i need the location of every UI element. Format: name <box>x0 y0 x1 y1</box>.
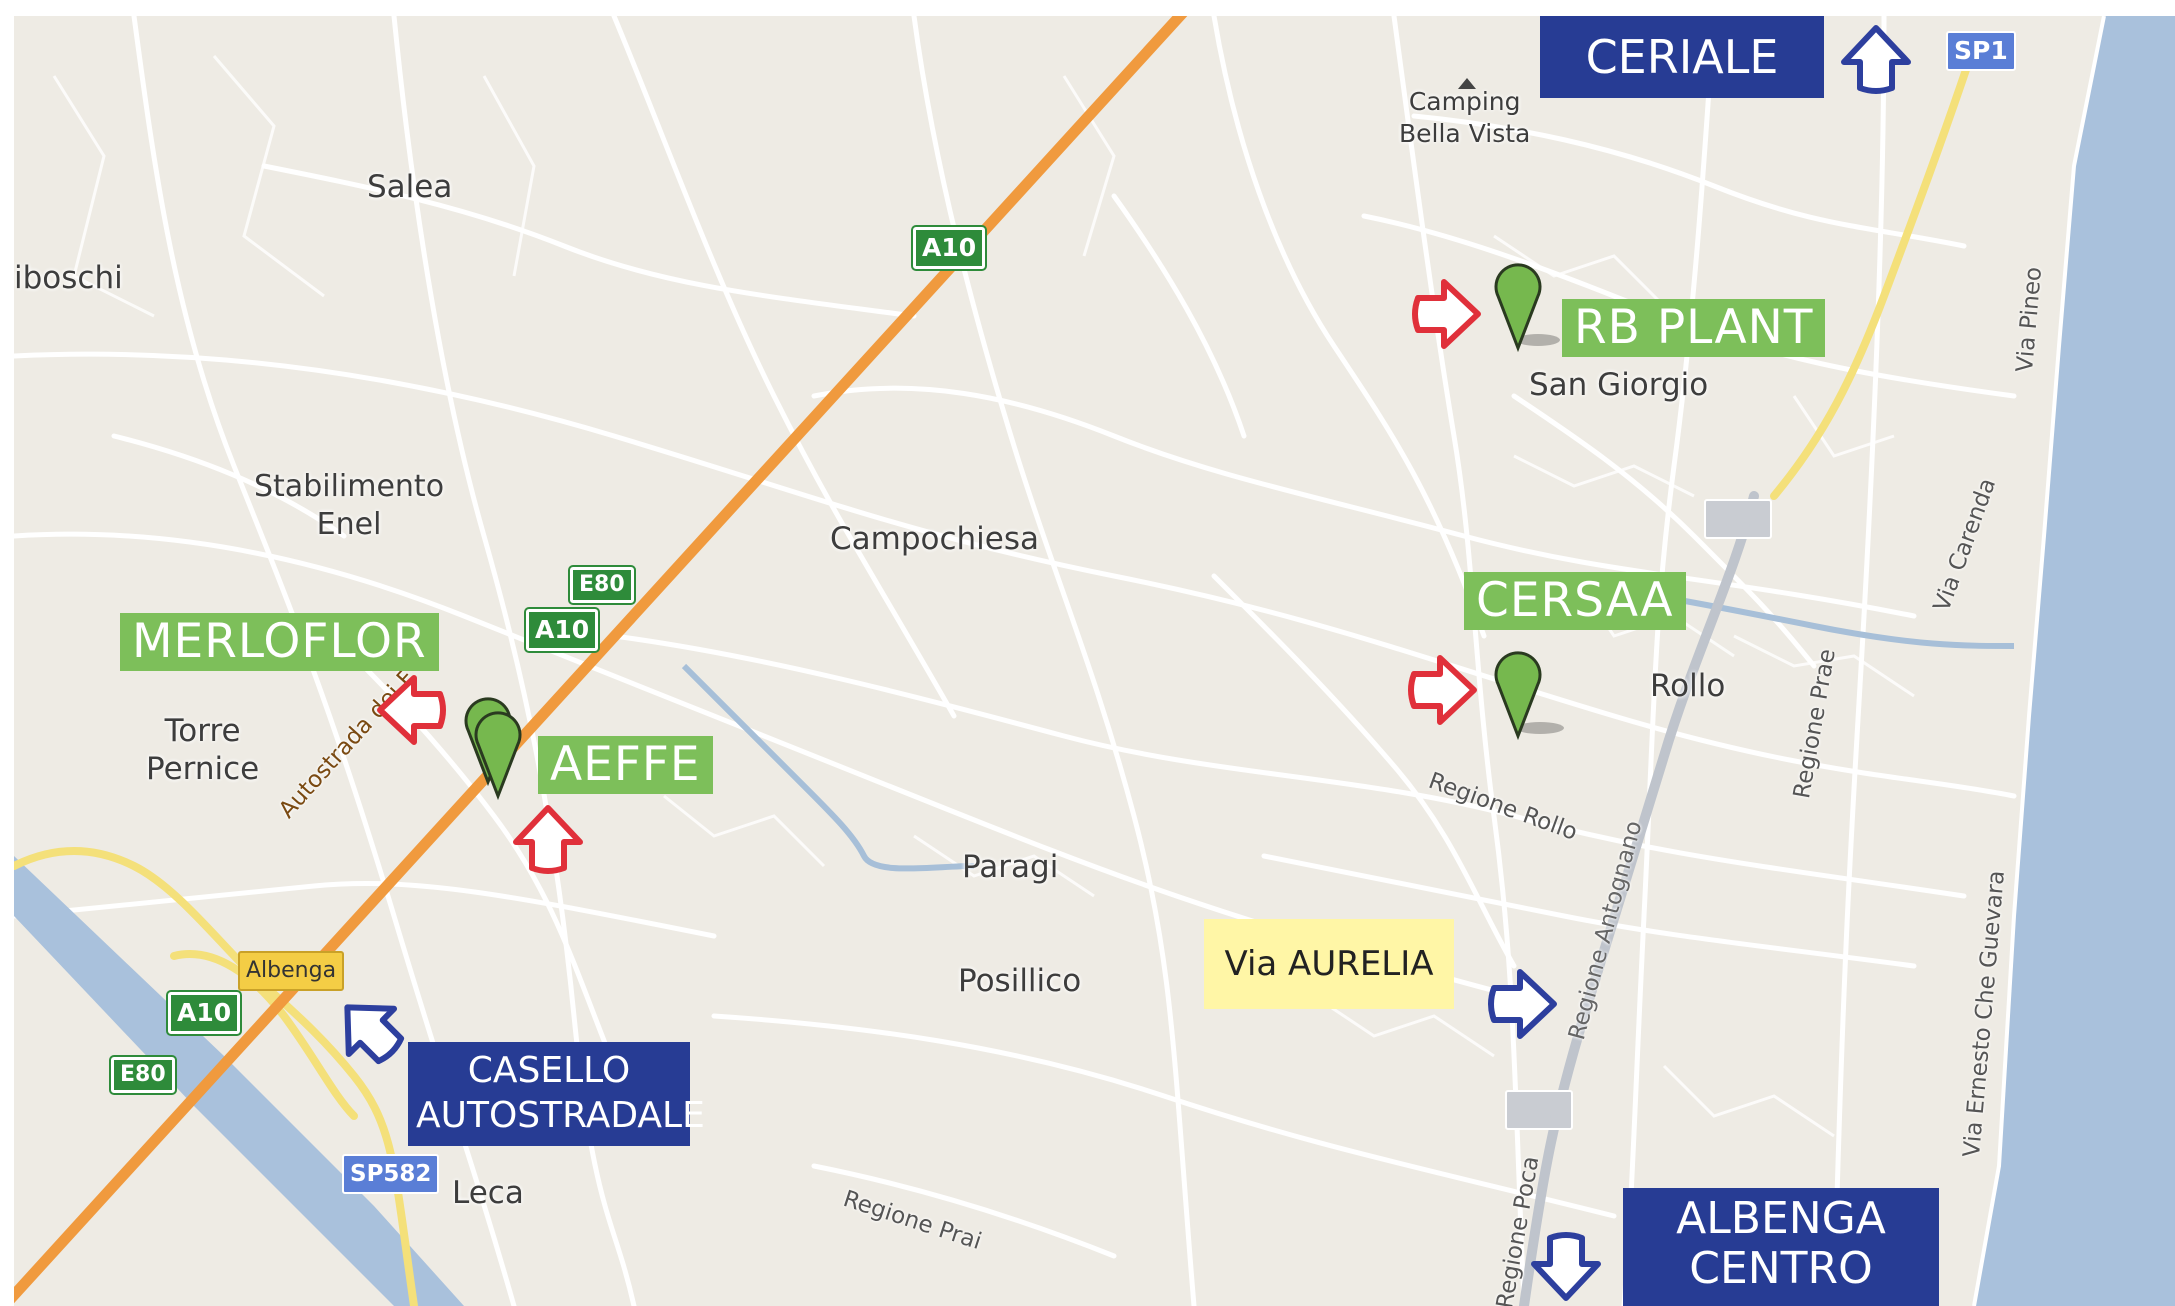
map-pin-icon-cersaa[interactable] <box>1490 642 1570 746</box>
label-cersaa[interactable]: CERSAA <box>1464 572 1686 630</box>
direction-arrow-icon-ceriale <box>1838 22 1914 102</box>
place-torre-pernice: Torre Pernice <box>146 713 260 787</box>
direction-arrow-icon-rb-plant <box>1408 276 1484 356</box>
place-rollo: Rollo <box>1650 668 1726 704</box>
map-pin-icon-rb-plant[interactable] <box>1490 254 1570 358</box>
shield-ss1-b: SS1 <box>1505 1090 1574 1130</box>
direction-arrow-icon-albenga-centro <box>1528 1228 1604 1306</box>
label-casello-autostradale[interactable]: CASELLO AUTOSTRADALE <box>408 1042 705 1146</box>
direction-arrow-icon-casello <box>332 992 408 1072</box>
place-salea: Salea <box>367 169 453 205</box>
label-rb-plant[interactable]: RB PLANT <box>1562 299 1826 357</box>
label-aeffe[interactable]: AEFFE <box>538 736 713 794</box>
shield-e80-low: E80 <box>111 1057 175 1093</box>
place-leca: Leca <box>452 1175 524 1211</box>
shield-a10-top: A10 <box>913 227 986 269</box>
label-merloflor[interactable]: MERLOFLOR <box>120 613 439 671</box>
label-via-aurelia[interactable]: Via AURELIA <box>1204 919 1454 1009</box>
shield-a10-low: A10 <box>168 992 241 1034</box>
place-stabilimento-enel: Stabilimento Enel <box>254 469 445 542</box>
shield-sp1: SP1 <box>1946 31 2016 71</box>
direction-arrow-icon-aeffe <box>510 802 586 882</box>
map-pin-icon-aeffe[interactable] <box>470 702 540 806</box>
coastline <box>1972 16 2106 1306</box>
shield-ss1-a: SS1 <box>1704 499 1773 539</box>
place-camping-bella-vista: Camping Bella Vista <box>1399 78 1531 150</box>
direction-arrow-icon-via-aurelia <box>1484 966 1560 1046</box>
direction-arrow-icon-cersaa <box>1404 652 1480 732</box>
map-canvas[interactable]: Salea Camping Bella Vista iboschi Stabil… <box>14 16 2175 1306</box>
camping-tent-icon <box>1457 66 1477 98</box>
direction-arrow-icon-merloflor <box>374 672 450 752</box>
shield-a10-mid: A10 <box>526 609 599 651</box>
sea-area <box>1974 16 2175 1306</box>
motorway-a10 <box>14 16 1188 1304</box>
label-ceriale[interactable]: CERIALE <box>1540 16 1824 98</box>
place-camping-label: Camping Bella Vista <box>1399 87 1531 148</box>
place-posillico: Posillico <box>958 963 1082 999</box>
label-albenga-centro[interactable]: ALBENGA CENTRO <box>1623 1188 1939 1306</box>
place-boschi: iboschi <box>14 260 123 296</box>
place-paragi: Paragi <box>962 849 1059 885</box>
ss1-road <box>1519 491 1759 1306</box>
shield-e80-mid: E80 <box>570 567 634 603</box>
place-san-giorgio: San Giorgio <box>1529 367 1709 403</box>
shield-sp582: SP582 <box>342 1154 440 1194</box>
shield-albenga: Albenga <box>238 951 345 991</box>
place-campochiesa: Campochiesa <box>830 521 1040 557</box>
